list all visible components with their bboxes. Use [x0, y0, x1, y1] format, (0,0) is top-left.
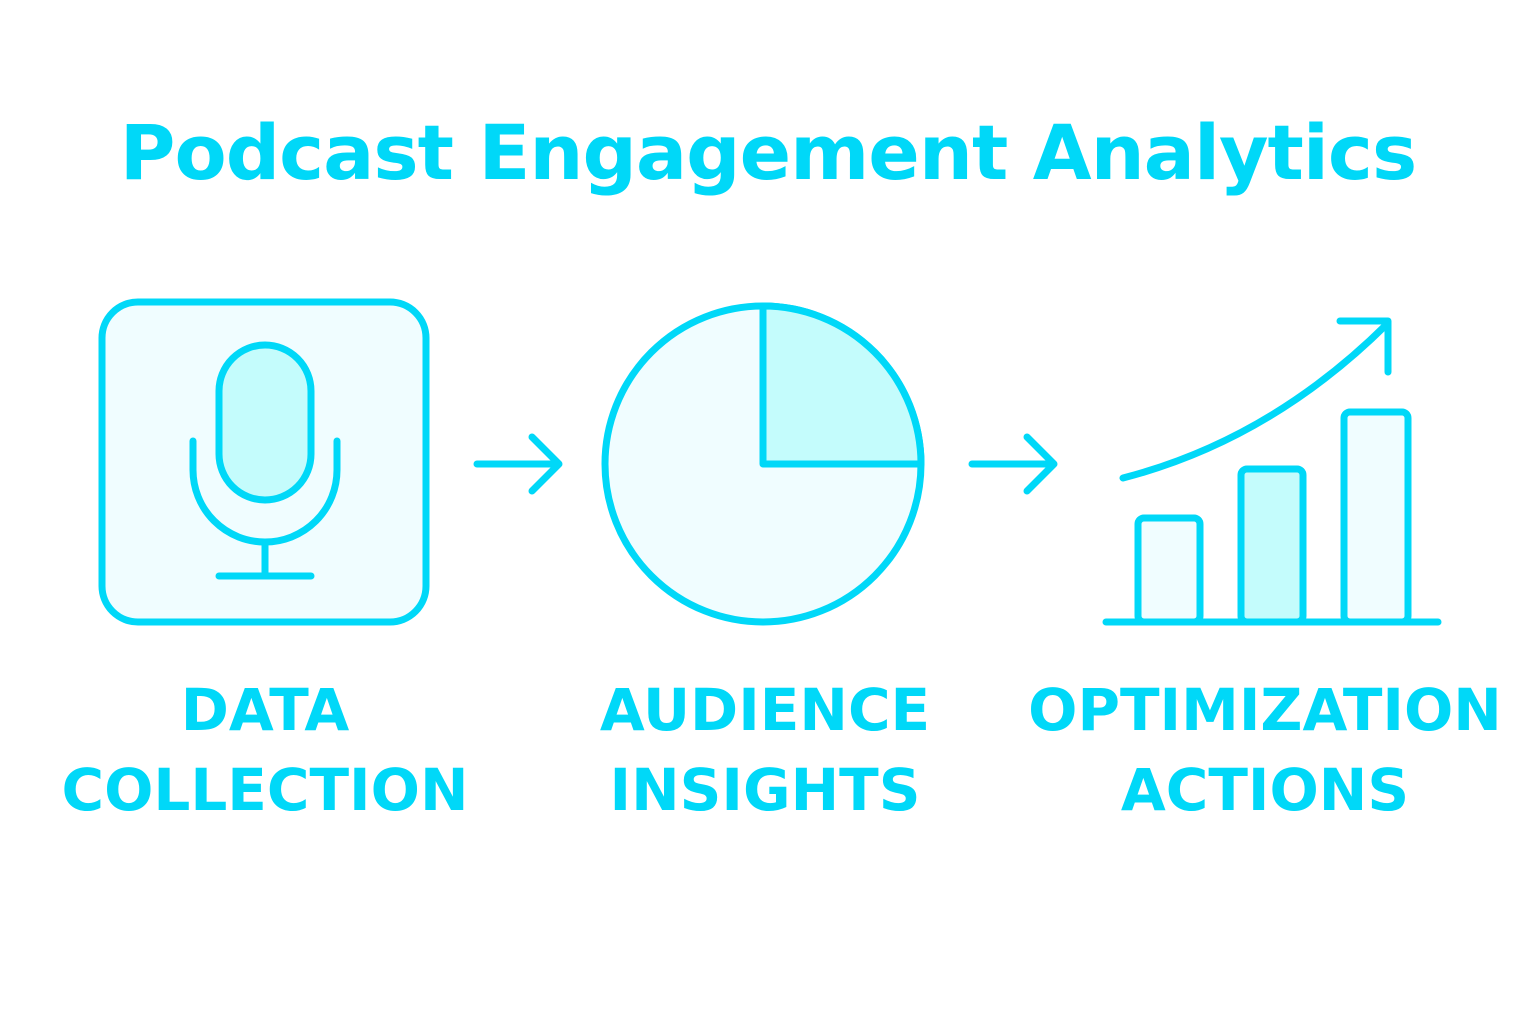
step-label-optimization-actions: OPTIMIZATION ACTIONS	[1015, 670, 1515, 830]
microphone-icon	[98, 298, 430, 626]
step-label-line1: DATA	[180, 676, 350, 744]
step-label-line1: AUDIENCE	[599, 676, 931, 744]
page-title: Podcast Engagement Analytics	[119, 108, 1417, 197]
bar-chart-growth-icon	[1102, 317, 1442, 626]
arrow-right-icon	[968, 433, 1058, 495]
arrow-right-icon	[473, 433, 563, 495]
pie-chart-icon	[601, 302, 925, 626]
step-label-line2: ACTIONS	[1120, 756, 1410, 824]
step-label-line2: COLLECTION	[61, 756, 469, 824]
step-label-audience-insights: AUDIENCE INSIGHTS	[515, 670, 1015, 830]
step-label-line2: INSIGHTS	[609, 756, 921, 824]
step-label-data-collection: DATA COLLECTION	[15, 670, 515, 830]
step-label-line1: OPTIMIZATION	[1028, 676, 1502, 744]
